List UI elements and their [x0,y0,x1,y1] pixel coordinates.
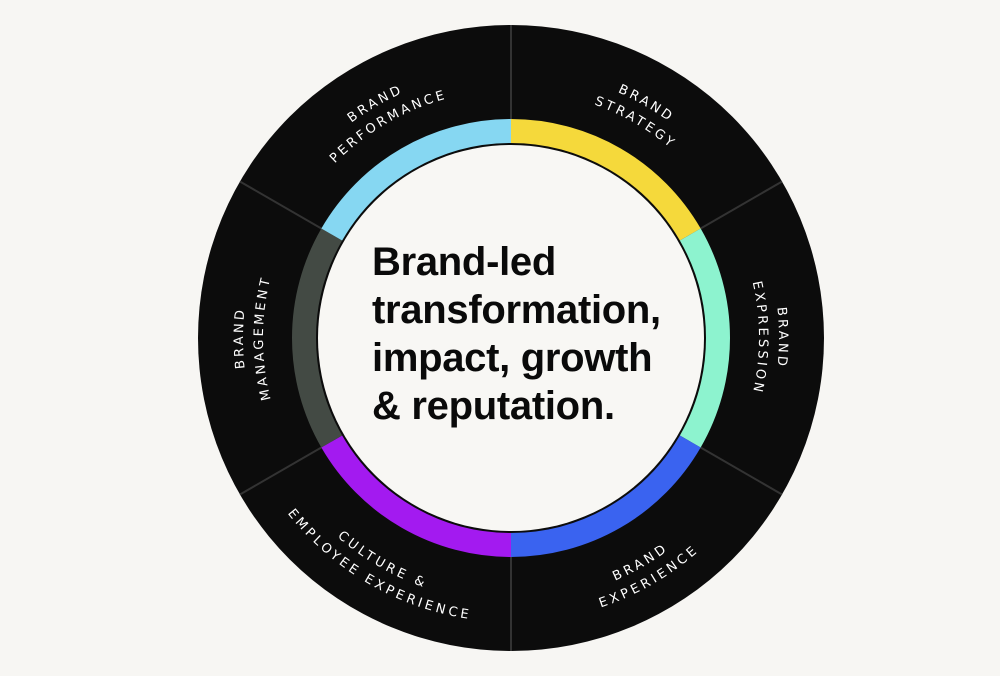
label-brand-management: MANAGEMENT [251,274,274,402]
center-line: impact, growth [372,336,653,380]
label-line: MANAGEMENT [251,274,270,402]
colored-arc-ring [292,119,730,557]
segment-divider [239,440,333,496]
label-line: BRAND [774,306,787,369]
arc-brand-experience [510,435,701,557]
label-line: BRAND [231,306,244,369]
center-line: transformation, [372,288,661,332]
arc-brand-strategy [510,119,701,241]
segment-dividers [239,25,783,651]
arc-culture-employee-experience [321,435,512,557]
arc-brand-management [292,228,343,448]
label-brand-expression: BRAND [774,306,791,369]
segment-divider [239,180,333,236]
center-line: & reputation. [372,384,615,428]
center-line: Brand-led [372,240,556,284]
center-disc [318,145,704,531]
label-brand-management: BRAND [231,306,248,369]
center-statement: Brand-led transformation, impact, growth… [372,238,712,430]
arc-brand-performance [321,119,512,241]
arc-brand-expression [679,228,730,448]
segment-divider [689,440,783,496]
segment-divider [689,180,783,236]
